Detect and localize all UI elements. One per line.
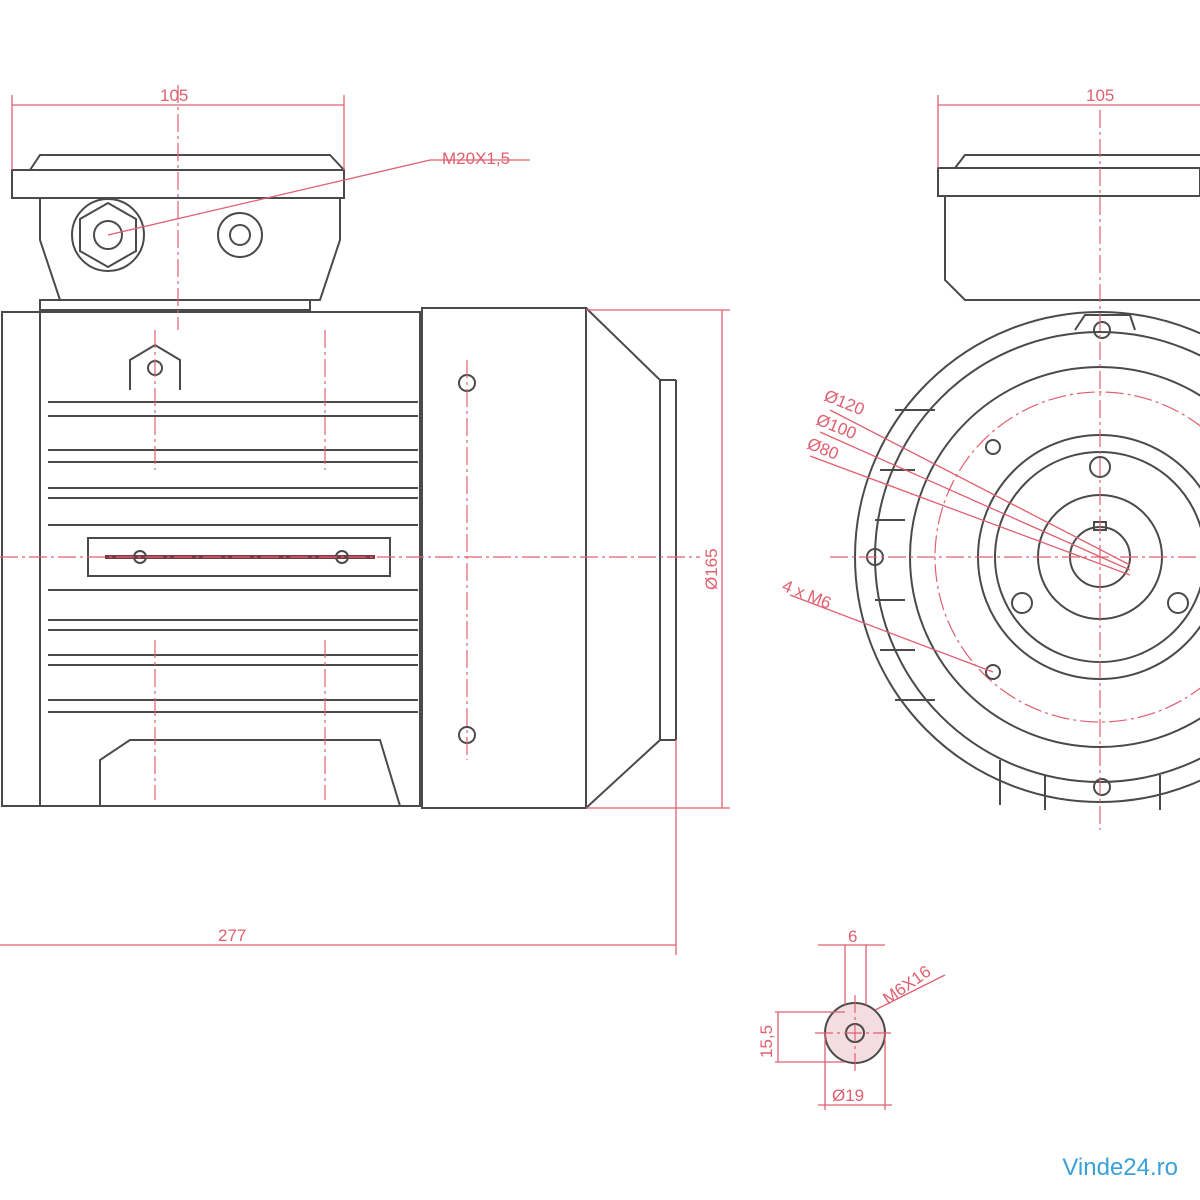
dim-overall-length: 277	[218, 926, 246, 945]
side-view: 105 M20X1,5 Ø165 277	[0, 85, 730, 955]
motor-body	[39, 311, 421, 807]
dim-cable-gland: M20X1,5	[442, 149, 510, 168]
fan-cover-end	[1, 311, 41, 807]
flange-end-shield	[421, 307, 587, 809]
watermark: Vinde24.ro	[1062, 1154, 1178, 1181]
shaft-section: 6 M6X16 15,5 Ø19	[757, 927, 946, 1110]
dim-holes: 4 x M6	[780, 576, 834, 613]
dim-key-height: 15,5	[757, 1025, 776, 1058]
dim-key-width: 6	[848, 927, 857, 946]
front-view: 105 Ø120 Ø100 Ø80 4 x M6	[780, 86, 1200, 830]
dim-box-width: 105	[160, 86, 188, 105]
dim-front-box-width: 105	[1086, 86, 1114, 105]
cooling-fins	[48, 401, 418, 713]
cable-gland	[71, 198, 145, 272]
dim-shaft-diameter: Ø19	[832, 1086, 864, 1105]
fins-front	[875, 409, 1161, 810]
dim-flange-diameter: Ø165	[702, 548, 721, 590]
